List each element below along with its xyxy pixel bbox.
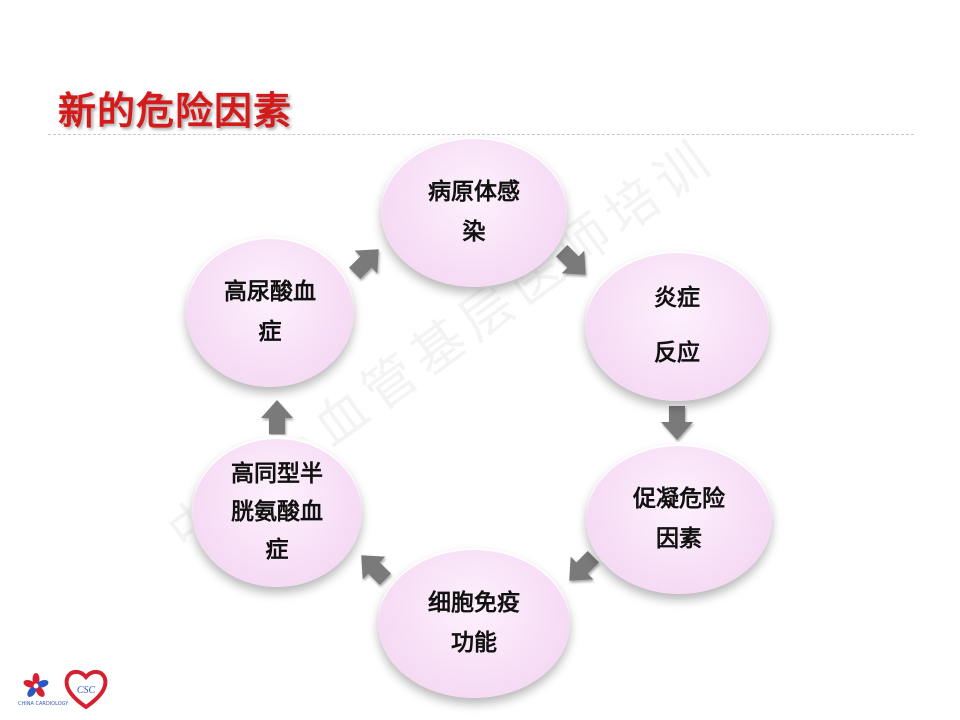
node-label: 病原体感 染 [428,179,520,245]
csc-logo-text: CSC [77,685,96,696]
node-hyperuricemia: 高尿酸血 症 [186,237,354,387]
csc-heart-logo: CSC [64,670,108,710]
arrow-hyperuricemia-to-pathogen [349,249,379,279]
node-label: 高尿酸血 症 [224,279,316,345]
node-inflammation: 炎症 反应 [585,251,769,401]
arrow-procoagulant-to-immunity [569,551,599,581]
org-flower-logo [23,673,49,697]
slide-title: 新的危险因素 [58,89,293,133]
node-label: 高同型半 胱氨酸血 症 [231,461,323,563]
arrow-immunity-to-homocysteine [361,555,391,585]
node-label: 细胞免疫 功能 [428,590,520,656]
org-logo-caption: CHINA CARDIOLOGY [18,701,69,707]
node-label: 促凝危险 因素 [633,486,725,552]
node-cellular-immunity: 细胞免疫 功能 [378,548,570,698]
node-pathogen-infection: 病原体感 染 [381,137,567,287]
arrow-pathogen-to-inflammation [556,245,586,275]
node-procoagulant-factors: 促凝危险 因素 [586,444,772,594]
arrow-homocysteine-to-hyperuricemia [261,400,293,434]
title-divider [48,134,914,135]
node-label: 炎症 反应 [654,285,700,366]
node-hyperhomocysteinemia: 高同型半 胱氨酸血 症 [192,437,362,587]
arrow-inflammation-to-procoagulant [661,406,693,440]
